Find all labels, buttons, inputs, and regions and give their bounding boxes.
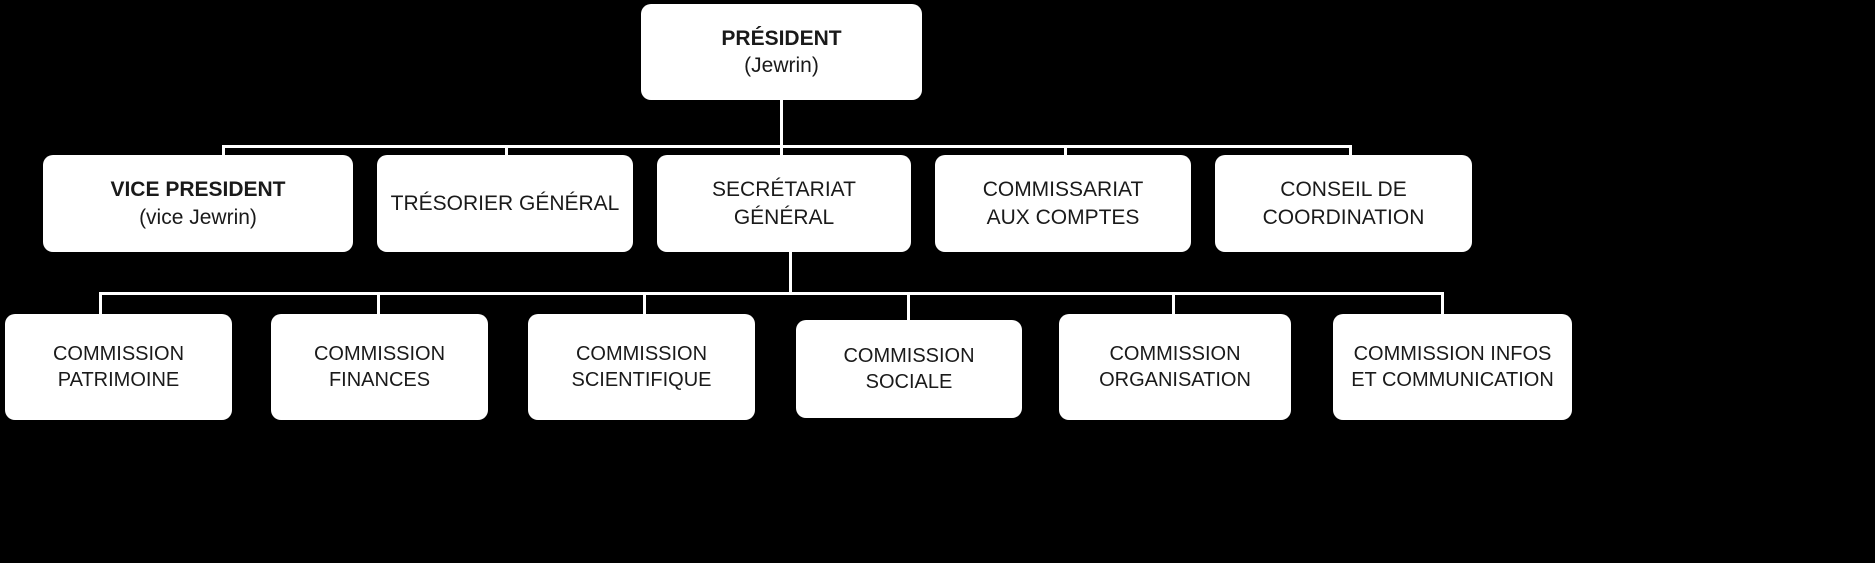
node-commissariat-aux-comptes-subtitle: AUX COMPTES (986, 205, 1140, 229)
node-commission-organisation-subtitle: ORGANISATION (1099, 369, 1251, 391)
connector-drop-commission-finances (377, 292, 380, 316)
connector-drop-commission-scientifique (643, 292, 646, 316)
node-commission-infos-et-communication[interactable]: COMMISSION INFOS ET COMMUNICATION (1333, 314, 1572, 420)
connector-level3-bus (99, 292, 1444, 295)
connector-drop-tresorier (505, 145, 508, 157)
connector-drop-vp (222, 145, 225, 157)
node-secretariat-general-title: SECRÉTARIAT (712, 178, 856, 202)
node-president-subtitle: (Jewrin) (744, 54, 819, 77)
node-vice-president-subtitle: (vice Jewrin) (139, 205, 257, 229)
node-conseil-de-coordination-subtitle: COORDINATION (1262, 205, 1425, 229)
node-commission-patrimoine-subtitle: PATRIMOINE (57, 369, 180, 391)
connector-president-stem (780, 100, 783, 147)
connector-drop-commission-patrimoine (99, 292, 102, 316)
node-commission-sociale[interactable]: COMMISSION SOCIALE (796, 320, 1022, 418)
node-president[interactable]: PRÉSIDENT (Jewrin) (641, 4, 922, 100)
node-commission-scientifique-subtitle: SCIENTIFIQUE (571, 369, 712, 391)
node-commission-scientifique[interactable]: COMMISSION SCIENTIFIQUE (528, 314, 755, 420)
node-commissariat-aux-comptes-title: COMMISSARIAT (982, 178, 1144, 202)
node-commission-organisation[interactable]: COMMISSION ORGANISATION (1059, 314, 1291, 420)
node-commission-scientifique-title: COMMISSION (575, 343, 708, 365)
connector-drop-conseil (1349, 145, 1352, 157)
node-commission-patrimoine[interactable]: COMMISSION PATRIMOINE (5, 314, 232, 420)
node-president-title: PRÉSIDENT (721, 26, 842, 50)
node-vice-president-title: VICE PRESIDENT (110, 178, 286, 202)
node-commission-organisation-title: COMMISSION (1109, 343, 1241, 365)
node-secretariat-general-subtitle: GÉNÉRAL (733, 205, 835, 229)
connector-drop-commission-infos (1441, 292, 1444, 316)
node-commissariat-aux-comptes[interactable]: COMMISSARIAT AUX COMPTES (935, 155, 1191, 252)
node-commission-sociale-title: COMMISSION (843, 345, 975, 367)
connector-drop-commission-organisation (1172, 292, 1175, 316)
node-commission-patrimoine-title: COMMISSION (52, 343, 185, 365)
node-vice-president[interactable]: VICE PRESIDENT (vice Jewrin) (43, 155, 353, 252)
node-conseil-de-coordination[interactable]: CONSEIL DE COORDINATION (1215, 155, 1472, 252)
node-commission-finances-title: COMMISSION (313, 343, 446, 365)
connector-drop-secretariat (780, 145, 783, 157)
connector-secretariat-stem (789, 252, 792, 294)
node-commission-infos-et-communication-title: COMMISSION INFOS (1353, 343, 1552, 365)
node-secretariat-general[interactable]: SECRÉTARIAT GÉNÉRAL (657, 155, 911, 252)
node-commission-finances-subtitle: FINANCES (328, 369, 431, 391)
connector-level2-bus (222, 145, 1352, 148)
node-conseil-de-coordination-title: CONSEIL DE (1280, 178, 1407, 202)
node-commission-infos-et-communication-subtitle: ET COMMUNICATION (1351, 369, 1554, 391)
node-tresorier-general-title: TRÉSORIER GÉNÉRAL (390, 191, 620, 215)
node-tresorier-general[interactable]: TRÉSORIER GÉNÉRAL (377, 155, 633, 252)
connector-drop-commission-sociale (907, 292, 910, 322)
node-commission-finances[interactable]: COMMISSION FINANCES (271, 314, 488, 420)
connector-drop-commissariat (1064, 145, 1067, 157)
node-commission-sociale-subtitle: SOCIALE (865, 371, 953, 393)
